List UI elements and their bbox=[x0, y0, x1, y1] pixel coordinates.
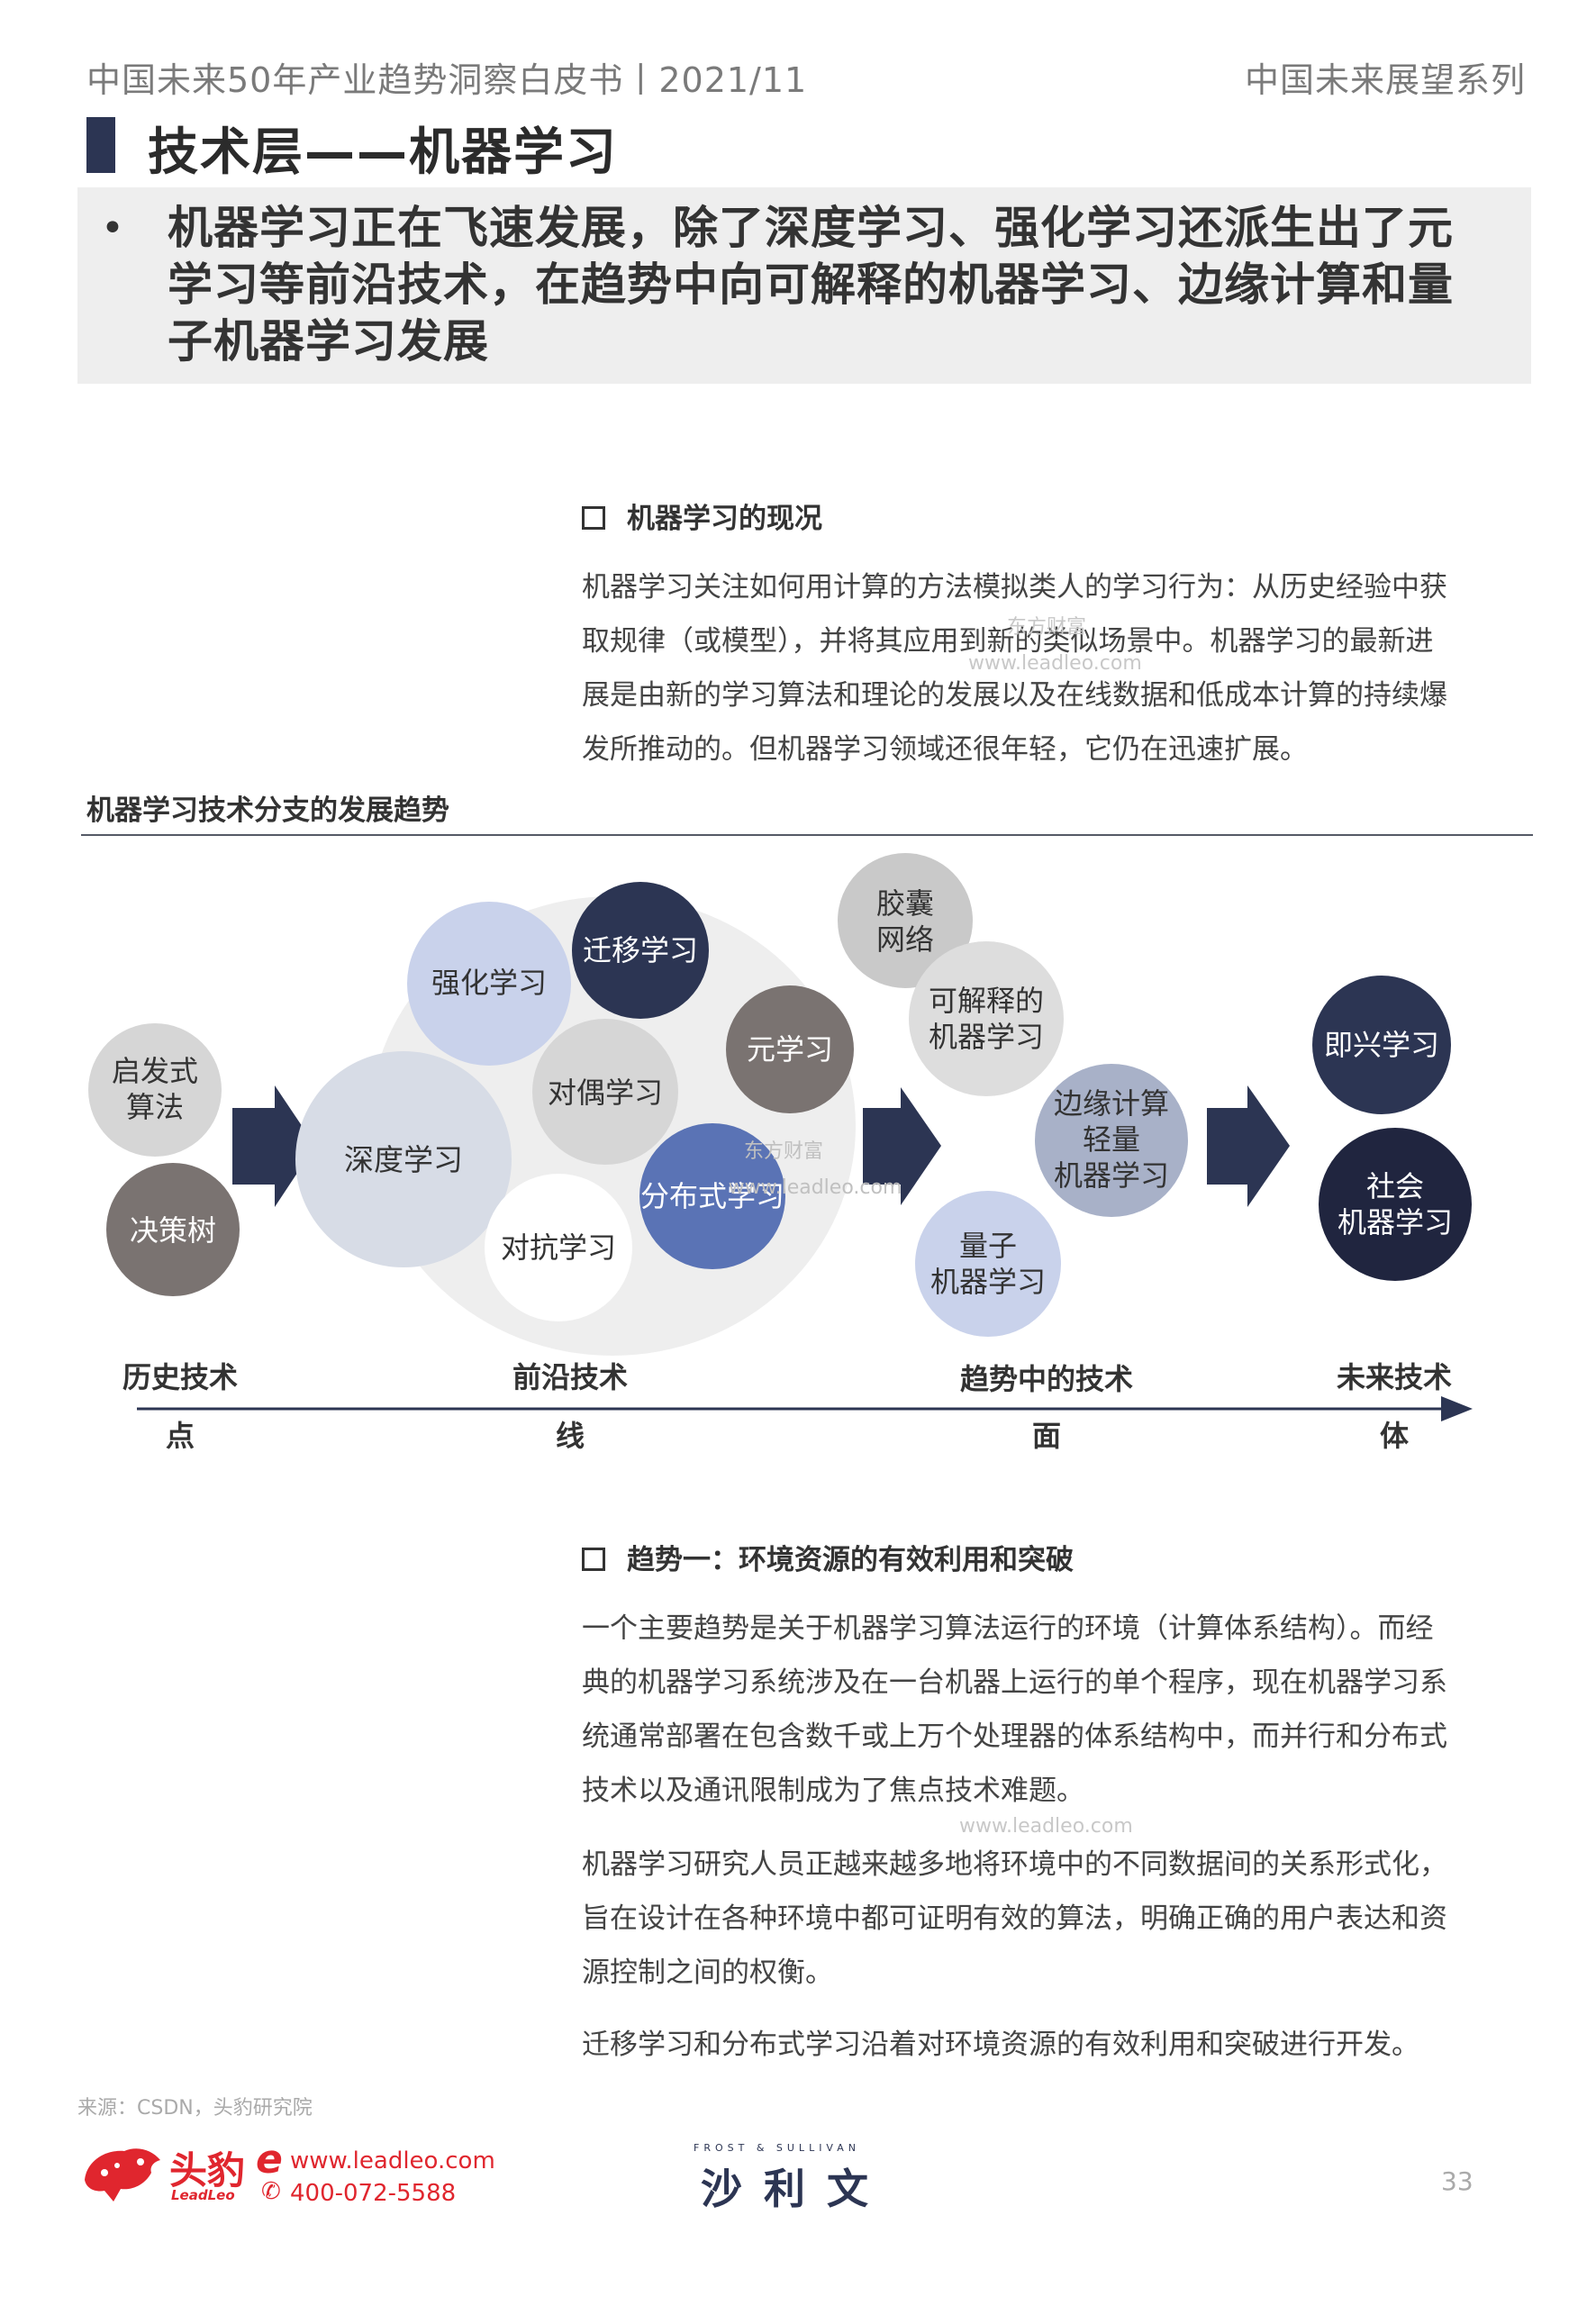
text-line: 源控制之间的权衡。 bbox=[582, 1956, 833, 1989]
watermark-text: 东方财富 bbox=[744, 1140, 823, 1163]
source-note: 来源：CSDN，头豹研究院 bbox=[77, 2097, 313, 2120]
bubble-duiou: 对偶学习 bbox=[532, 1019, 678, 1165]
svg-text:对抗学习: 对抗学习 bbox=[501, 1230, 616, 1265]
text-line: 统通常部署在包含数千或上万个处理器的体系结构中，而并行和分布式 bbox=[582, 1720, 1447, 1753]
section-title: 技术层——机器学习 bbox=[148, 123, 618, 182]
status-paragraph: 机器学习关注如何用计算的方法模拟类人的学习行为：从历史经验中获 取规律（或模型）… bbox=[582, 560, 1528, 776]
bubble-liangzi: 量子机器学习 bbox=[915, 1191, 1061, 1337]
bubble-qianyi: 迁移学习 bbox=[572, 882, 709, 1019]
svg-text:社会机器学习: 社会机器学习 bbox=[1338, 1169, 1453, 1239]
series-name: 中国未来展望系列 bbox=[1244, 60, 1526, 100]
text-line: 发所推动的。但机器学习领域还很年轻，它仍在迅速扩展。 bbox=[582, 733, 1308, 766]
text-line: 旨在设计在各种环境中都可证明有效的算法，明确正确的用户表达和资 bbox=[582, 1902, 1447, 1935]
svg-text:可解释的机器学习: 可解释的机器学习 bbox=[929, 984, 1044, 1054]
callout-text: 机器学习正在飞速发展，除了深度学习、强化学习还派生出了元学习等前沿技术，在趋势中… bbox=[168, 202, 1454, 368]
svg-text:即兴学习: 即兴学习 bbox=[1324, 1028, 1439, 1062]
bubble-jixing: 即兴学习 bbox=[1312, 976, 1451, 1114]
stage-label: 未来技术 bbox=[1337, 1360, 1452, 1394]
trend-paragraph-1: 一个主要趋势是关于机器学习算法运行的环境（计算体系结构）。而经 典的机器学习系统… bbox=[582, 1602, 1528, 1818]
bubble-shehui: 社会机器学习 bbox=[1319, 1128, 1472, 1281]
bubble-yuanxuexi: 元学习 bbox=[726, 985, 854, 1113]
arrow-head-icon bbox=[1441, 1396, 1473, 1421]
trend-heading: 趋势一：环境资源的有效利用和突破 bbox=[582, 1537, 1074, 1577]
brand-name: 头豹 bbox=[169, 2148, 246, 2193]
text-line: 一个主要趋势是关于机器学习算法运行的环境（计算体系结构）。而经 bbox=[582, 1612, 1434, 1645]
text-line: 典的机器学习系统涉及在一台机器上运行的单个程序，现在机器学习系 bbox=[582, 1666, 1447, 1699]
bubble-jiaonang: 胶囊网络 bbox=[838, 853, 973, 988]
leadleo-leopard-logo-icon bbox=[85, 2148, 160, 2202]
svg-text:元学习: 元学习 bbox=[747, 1032, 833, 1067]
text-line: 取规律（或模型），并将其应用到新的类似场景中。机器学习的最新进 bbox=[582, 625, 1434, 658]
svg-text:量子机器学习: 量子机器学习 bbox=[930, 1229, 1046, 1299]
watermark-text: www.leadleo.com bbox=[729, 1176, 902, 1199]
arrow-right-icon bbox=[232, 1085, 315, 1207]
timeline: 历史技术 前沿技术 趋势中的技术 未来技术 点 线 面 体 bbox=[122, 1360, 1473, 1453]
brand-name-en: LeadLeo bbox=[171, 2187, 235, 2203]
stage-label: 前沿技术 bbox=[512, 1360, 628, 1394]
bubble-bianyuan: 边缘计算轻量机器学习 bbox=[1035, 1064, 1188, 1217]
svg-text:胶囊网络: 胶囊网络 bbox=[876, 886, 934, 957]
stage-label: 历史技术 bbox=[122, 1360, 238, 1394]
bubble-juecheshu: 决策树 bbox=[106, 1163, 240, 1296]
bubble-duikang: 对抗学习 bbox=[485, 1174, 632, 1321]
bubble-qifashi: 启发式算法 bbox=[88, 1023, 222, 1157]
phone-number: 400-072-5588 bbox=[290, 2180, 457, 2207]
trend-paragraph-2: 机器学习研究人员正越来越多地将环境中的不同数据间的关系形式化， 旨在设计在各种环… bbox=[582, 1838, 1528, 2000]
text-line: 展是由新的学习算法和理论的发展以及在线数据和低成本计算的持续爆 bbox=[582, 679, 1447, 712]
checkbox-icon bbox=[582, 1548, 605, 1571]
website-link[interactable]: www.leadleo.com bbox=[290, 2147, 495, 2174]
e-logo-icon: e bbox=[256, 2137, 283, 2183]
ml-branch-diagram: 启发式算法 决策树 深度学习 强化学习 迁移学习 对偶学习 对抗学习 分布式学习… bbox=[88, 853, 1473, 1453]
svg-text:对偶学习: 对偶学习 bbox=[548, 1076, 663, 1110]
svg-text:边缘计算轻量机器学习: 边缘计算轻量机器学习 bbox=[1054, 1086, 1169, 1193]
watermark-text: www.leadleo.com bbox=[959, 1815, 1133, 1838]
checkbox-icon bbox=[582, 506, 605, 530]
text-line: 技术以及通讯限制成为了焦点技术难题。 bbox=[582, 1775, 1084, 1807]
section-marker bbox=[86, 117, 115, 173]
stage-label: 趋势中的技术 bbox=[960, 1362, 1133, 1396]
svg-text:迁移学习: 迁移学习 bbox=[583, 933, 698, 967]
svg-text:决策树: 决策树 bbox=[130, 1213, 216, 1248]
bubble-fenbushi: 分布式学习 bbox=[639, 1123, 785, 1269]
callout-bullet: • bbox=[101, 205, 124, 251]
divider bbox=[81, 834, 1533, 836]
bubble-kejieshi: 可解释的机器学习 bbox=[909, 941, 1064, 1096]
dimension-label: 点 bbox=[166, 1419, 195, 1453]
report-title: 中国未来50年产业趋势洞察白皮书丨2021/11 bbox=[86, 60, 808, 100]
diagram-title: 机器学习技术分支的发展趋势 bbox=[86, 794, 449, 827]
partner-name-cn: 沙利文 bbox=[701, 2165, 890, 2213]
text-line: 机器学习研究人员正越来越多地将环境中的不同数据间的关系形式化， bbox=[582, 1848, 1447, 1881]
bubble-qianghua: 强化学习 bbox=[407, 902, 571, 1066]
dimension-label: 线 bbox=[556, 1419, 585, 1453]
arrow-right-icon bbox=[863, 1087, 941, 1205]
key-point-callout: • 机器学习正在飞速发展，除了深度学习、强化学习还派生出了元学习等前沿技术，在趋… bbox=[77, 187, 1531, 384]
svg-text:强化学习: 强化学习 bbox=[431, 966, 547, 1000]
partner-name-en: FROST & SULLIVAN bbox=[694, 2142, 861, 2154]
dimension-label: 体 bbox=[1380, 1419, 1409, 1453]
text-line: 机器学习关注如何用计算的方法模拟类人的学习行为：从历史经验中获 bbox=[582, 571, 1447, 604]
svg-text:分布式学习: 分布式学习 bbox=[640, 1179, 784, 1213]
watermark-text: 东方财富 bbox=[1007, 616, 1087, 639]
page-number: 33 bbox=[1441, 2166, 1474, 2196]
arrow-right-icon bbox=[1207, 1085, 1290, 1207]
watermark-text: www.leadleo.com bbox=[968, 652, 1142, 675]
bubble-shendu: 深度学习 bbox=[295, 1051, 512, 1267]
svg-text:深度学习: 深度学习 bbox=[344, 1142, 463, 1177]
dimension-label: 面 bbox=[1032, 1419, 1061, 1453]
phone-icon: ✆ bbox=[261, 2178, 281, 2205]
status-heading: 机器学习的现况 bbox=[582, 495, 822, 536]
trend-paragraph-3: 迁移学习和分布式学习沿着对环境资源的有效利用和突破进行开发。 bbox=[582, 2029, 1419, 2061]
svg-text:启发式算法: 启发式算法 bbox=[112, 1054, 198, 1124]
